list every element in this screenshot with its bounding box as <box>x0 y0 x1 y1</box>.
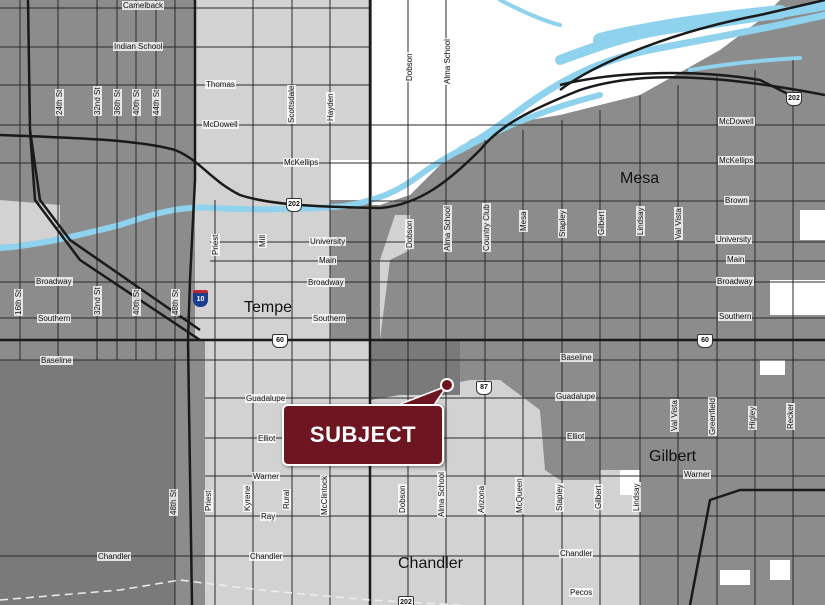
street-label: 24th St <box>55 88 64 116</box>
highway-202-shield: 202 <box>786 92 802 106</box>
street-label: Mill <box>258 234 267 248</box>
street-label: Greenfield <box>708 397 717 436</box>
street-label: Thomas <box>205 80 236 89</box>
street-label: Priest <box>211 233 220 256</box>
street-label: Stapley <box>558 209 567 238</box>
street-label: Chandler <box>97 552 132 561</box>
city-label-chandler: Chandler <box>398 555 463 572</box>
street-label: Main <box>318 256 338 265</box>
street-label: McQueen <box>515 477 524 514</box>
street-label: 16th St <box>14 288 23 316</box>
street-label: 32nd St <box>93 86 102 116</box>
street-label: Rural <box>282 488 291 510</box>
street-label: Gilbert <box>597 210 606 236</box>
highway-202-shield: 202 <box>398 596 414 605</box>
street-label: 40th St <box>132 288 141 316</box>
street-label: Lindsay <box>636 206 645 236</box>
street-label: 36th St <box>113 88 122 116</box>
railroad <box>0 579 461 605</box>
street-label: Alma School <box>443 205 452 252</box>
street-label: McDowell <box>202 120 239 129</box>
street-label: University <box>715 235 753 244</box>
highway-60-shield: 60 <box>697 334 713 348</box>
highway-60-shield: 60 <box>272 334 288 348</box>
street-label: Camelback <box>122 1 165 10</box>
street-label: Scottsdale <box>287 84 296 124</box>
street-label: Dobson <box>405 219 414 249</box>
street-label: Brown <box>724 196 749 205</box>
street-label: Higley <box>748 405 757 430</box>
street-label: Southern <box>718 312 753 321</box>
street-label: 48th St <box>171 288 180 316</box>
street-label: Warner <box>683 470 711 479</box>
street-label: Stapley <box>555 483 564 512</box>
street-label: Southern <box>312 314 347 323</box>
street-label: Elliot <box>257 434 277 443</box>
street-label: Alma School <box>443 38 452 85</box>
city-label-gilbert: Gilbert <box>649 448 697 465</box>
street-label: Lindsay <box>632 482 641 512</box>
street-label: Chandler <box>249 552 284 561</box>
city-label-tempe: Tempe <box>244 299 293 316</box>
street-label: Guadalupe <box>555 392 597 401</box>
street-label: Country Club <box>482 203 491 252</box>
street-label: Recker <box>786 402 795 430</box>
street-label: Priest <box>204 489 213 512</box>
highway-202-shield: 202 <box>286 198 302 212</box>
street-label: McClintock <box>320 474 329 516</box>
street-label: Pecos <box>569 588 594 597</box>
street-label: Broadway <box>35 277 73 286</box>
street-label: 40th St <box>132 88 141 116</box>
street-label: Elliot <box>566 432 586 441</box>
street-label: Main <box>726 255 746 264</box>
street-label: McKellips <box>718 156 755 165</box>
interstate-10-shield: 10 <box>193 290 208 307</box>
street-label: Val Vista <box>674 207 683 240</box>
street-label: McKellips <box>283 158 320 167</box>
street-label: Arizona <box>477 484 486 514</box>
street-label: Indian School <box>113 42 164 51</box>
street-label: Gilbert <box>594 484 603 510</box>
street-label: 32nd St <box>93 286 102 316</box>
street-label: Mesa <box>519 210 528 232</box>
street-label: Southern <box>37 314 72 323</box>
highway-87-shield: 87 <box>476 381 492 395</box>
street-label: Warner <box>252 472 280 481</box>
street-label: Baseline <box>560 353 593 362</box>
street-label: McDowell <box>718 117 755 126</box>
dark-areas <box>0 340 460 605</box>
street-label: Val Vista <box>670 399 679 432</box>
street-label: Alma School <box>437 471 446 518</box>
street-label: University <box>309 237 347 246</box>
street-label: Hayden <box>326 92 335 122</box>
street-label: Guadalupe <box>245 394 287 403</box>
street-label: Kyrene <box>243 484 252 512</box>
subject-callout[interactable]: SUBJECT <box>282 404 444 466</box>
street-label: Dobson <box>398 484 407 514</box>
street-label: Broadway <box>716 277 754 286</box>
street-label: Baseline <box>40 356 73 365</box>
street-label: Dobson <box>405 52 414 82</box>
subject-location-marker[interactable] <box>440 378 454 392</box>
street-label: Broadway <box>307 278 345 287</box>
city-label-mesa: Mesa <box>620 170 660 187</box>
subject-label: SUBJECT <box>309 422 417 447</box>
street-label: Chandler <box>559 549 594 558</box>
street-label: 44th St <box>152 88 161 116</box>
street-label: 48th St <box>169 488 178 516</box>
street-label: Ray <box>260 512 277 521</box>
